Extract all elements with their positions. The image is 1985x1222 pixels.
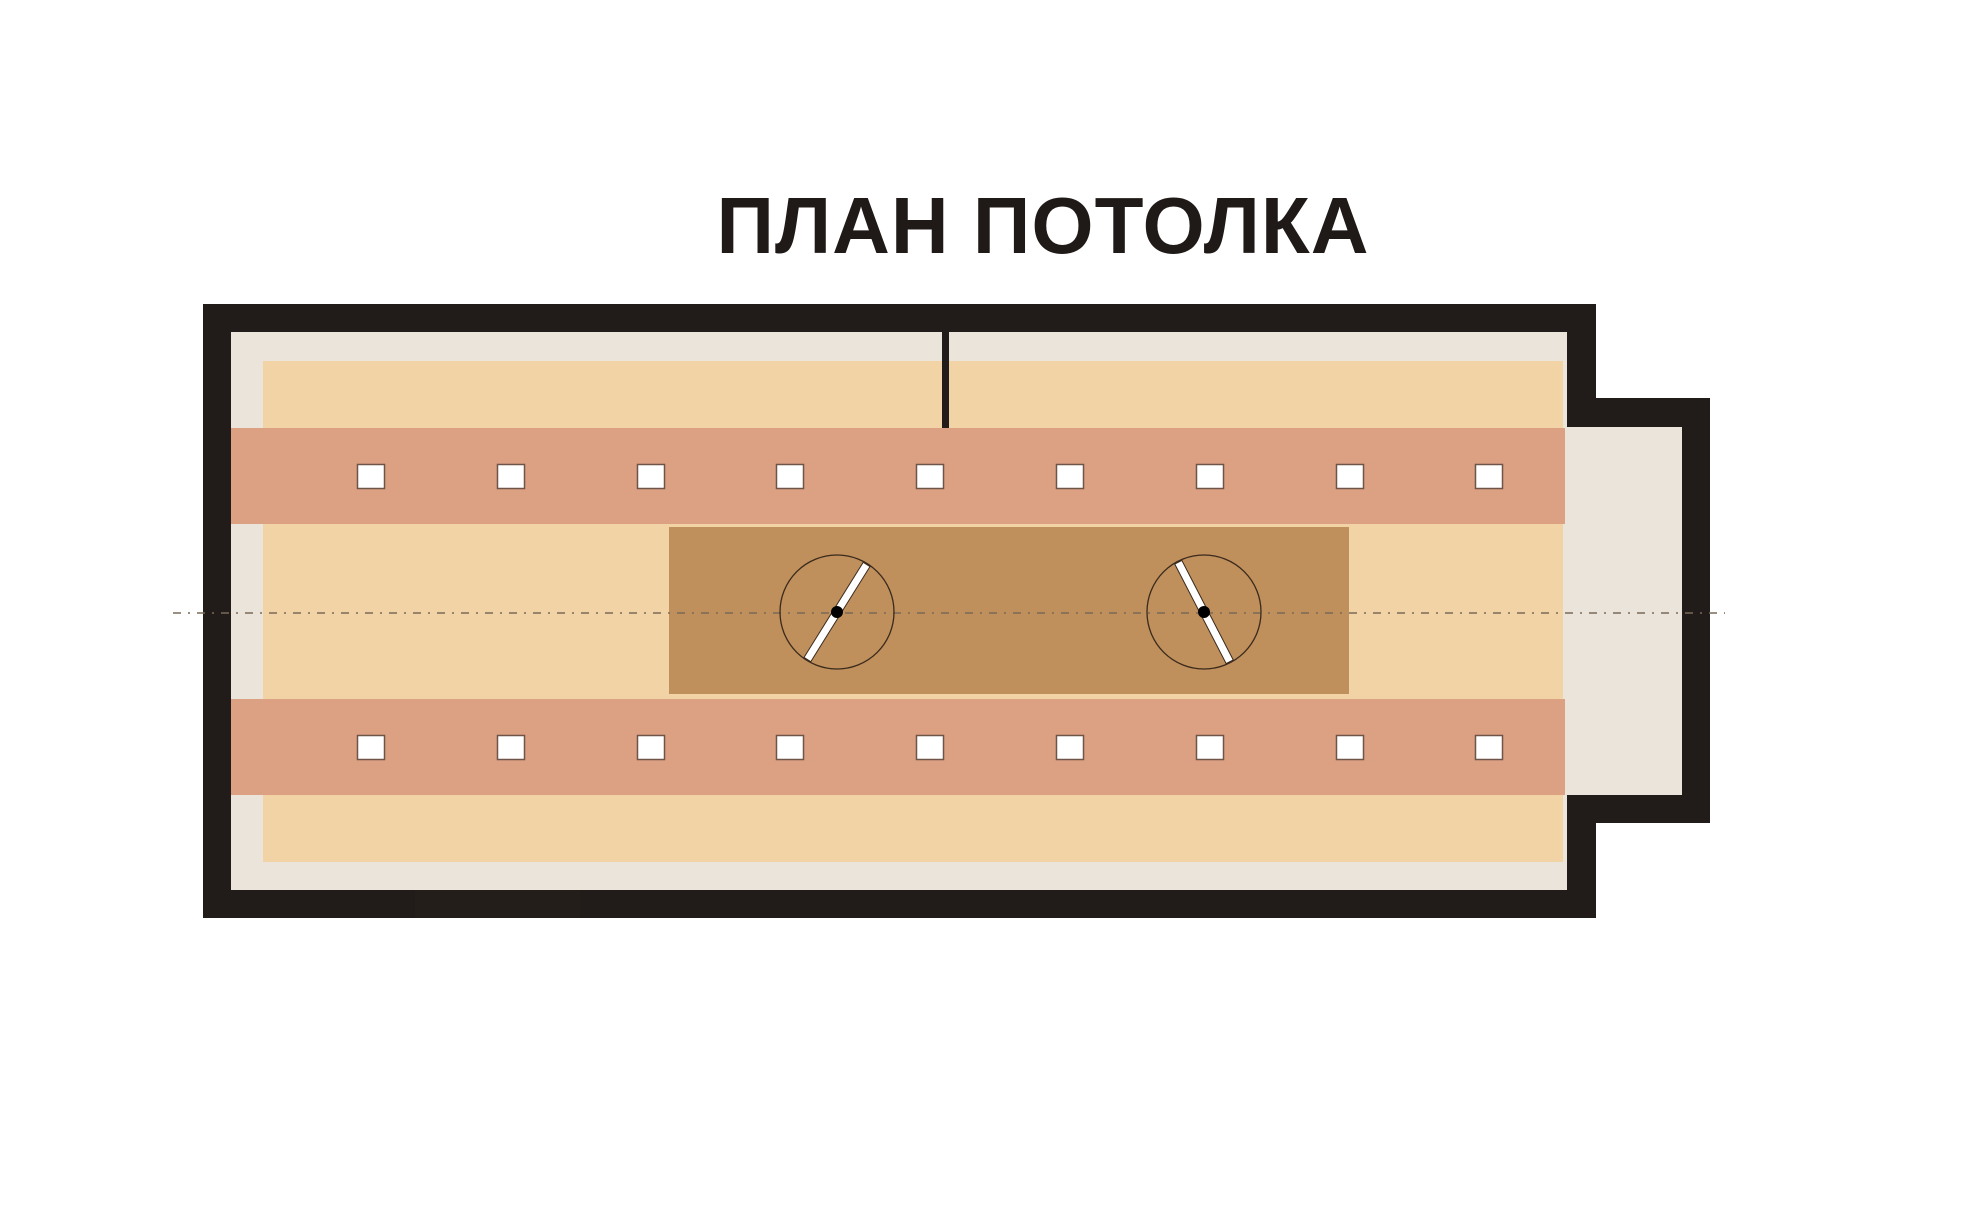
ceiling-light-icon (636, 734, 666, 761)
fan-left-icon (779, 554, 895, 670)
ceiling-light-icon (775, 734, 805, 761)
ceiling-light-icon (1335, 734, 1365, 761)
ceiling-light-icon (496, 734, 526, 761)
light-fixtures (356, 463, 1504, 761)
ceiling-light-icon (915, 463, 945, 490)
ceiling-light-icon (1195, 463, 1225, 490)
ceiling-light-icon (1055, 734, 1085, 761)
upper-beam-band (231, 428, 1565, 524)
extension-inner-area (1567, 427, 1682, 795)
door-segment (415, 890, 580, 918)
ceiling-fans (779, 554, 1262, 670)
center-ceiling-panel (669, 527, 1349, 694)
ceiling-light-icon (356, 734, 386, 761)
ceiling-light-icon (775, 463, 805, 490)
ceiling-light-icon (1195, 734, 1225, 761)
ceiling-light-icon (496, 463, 526, 490)
ceiling-light-icon (356, 463, 386, 490)
plan-title: ПЛАН ПОТОЛКА (716, 181, 1370, 270)
partition-wall (942, 331, 949, 428)
ceiling-light-icon (636, 463, 666, 490)
ceiling-light-icon (1474, 463, 1504, 490)
ceiling-light-icon (915, 734, 945, 761)
ceiling-light-icon (1055, 463, 1085, 490)
lower-beam-band (231, 699, 1565, 795)
fan-right-icon (1146, 554, 1262, 670)
ceiling-light-icon (1474, 734, 1504, 761)
ceiling-light-icon (1335, 463, 1365, 490)
